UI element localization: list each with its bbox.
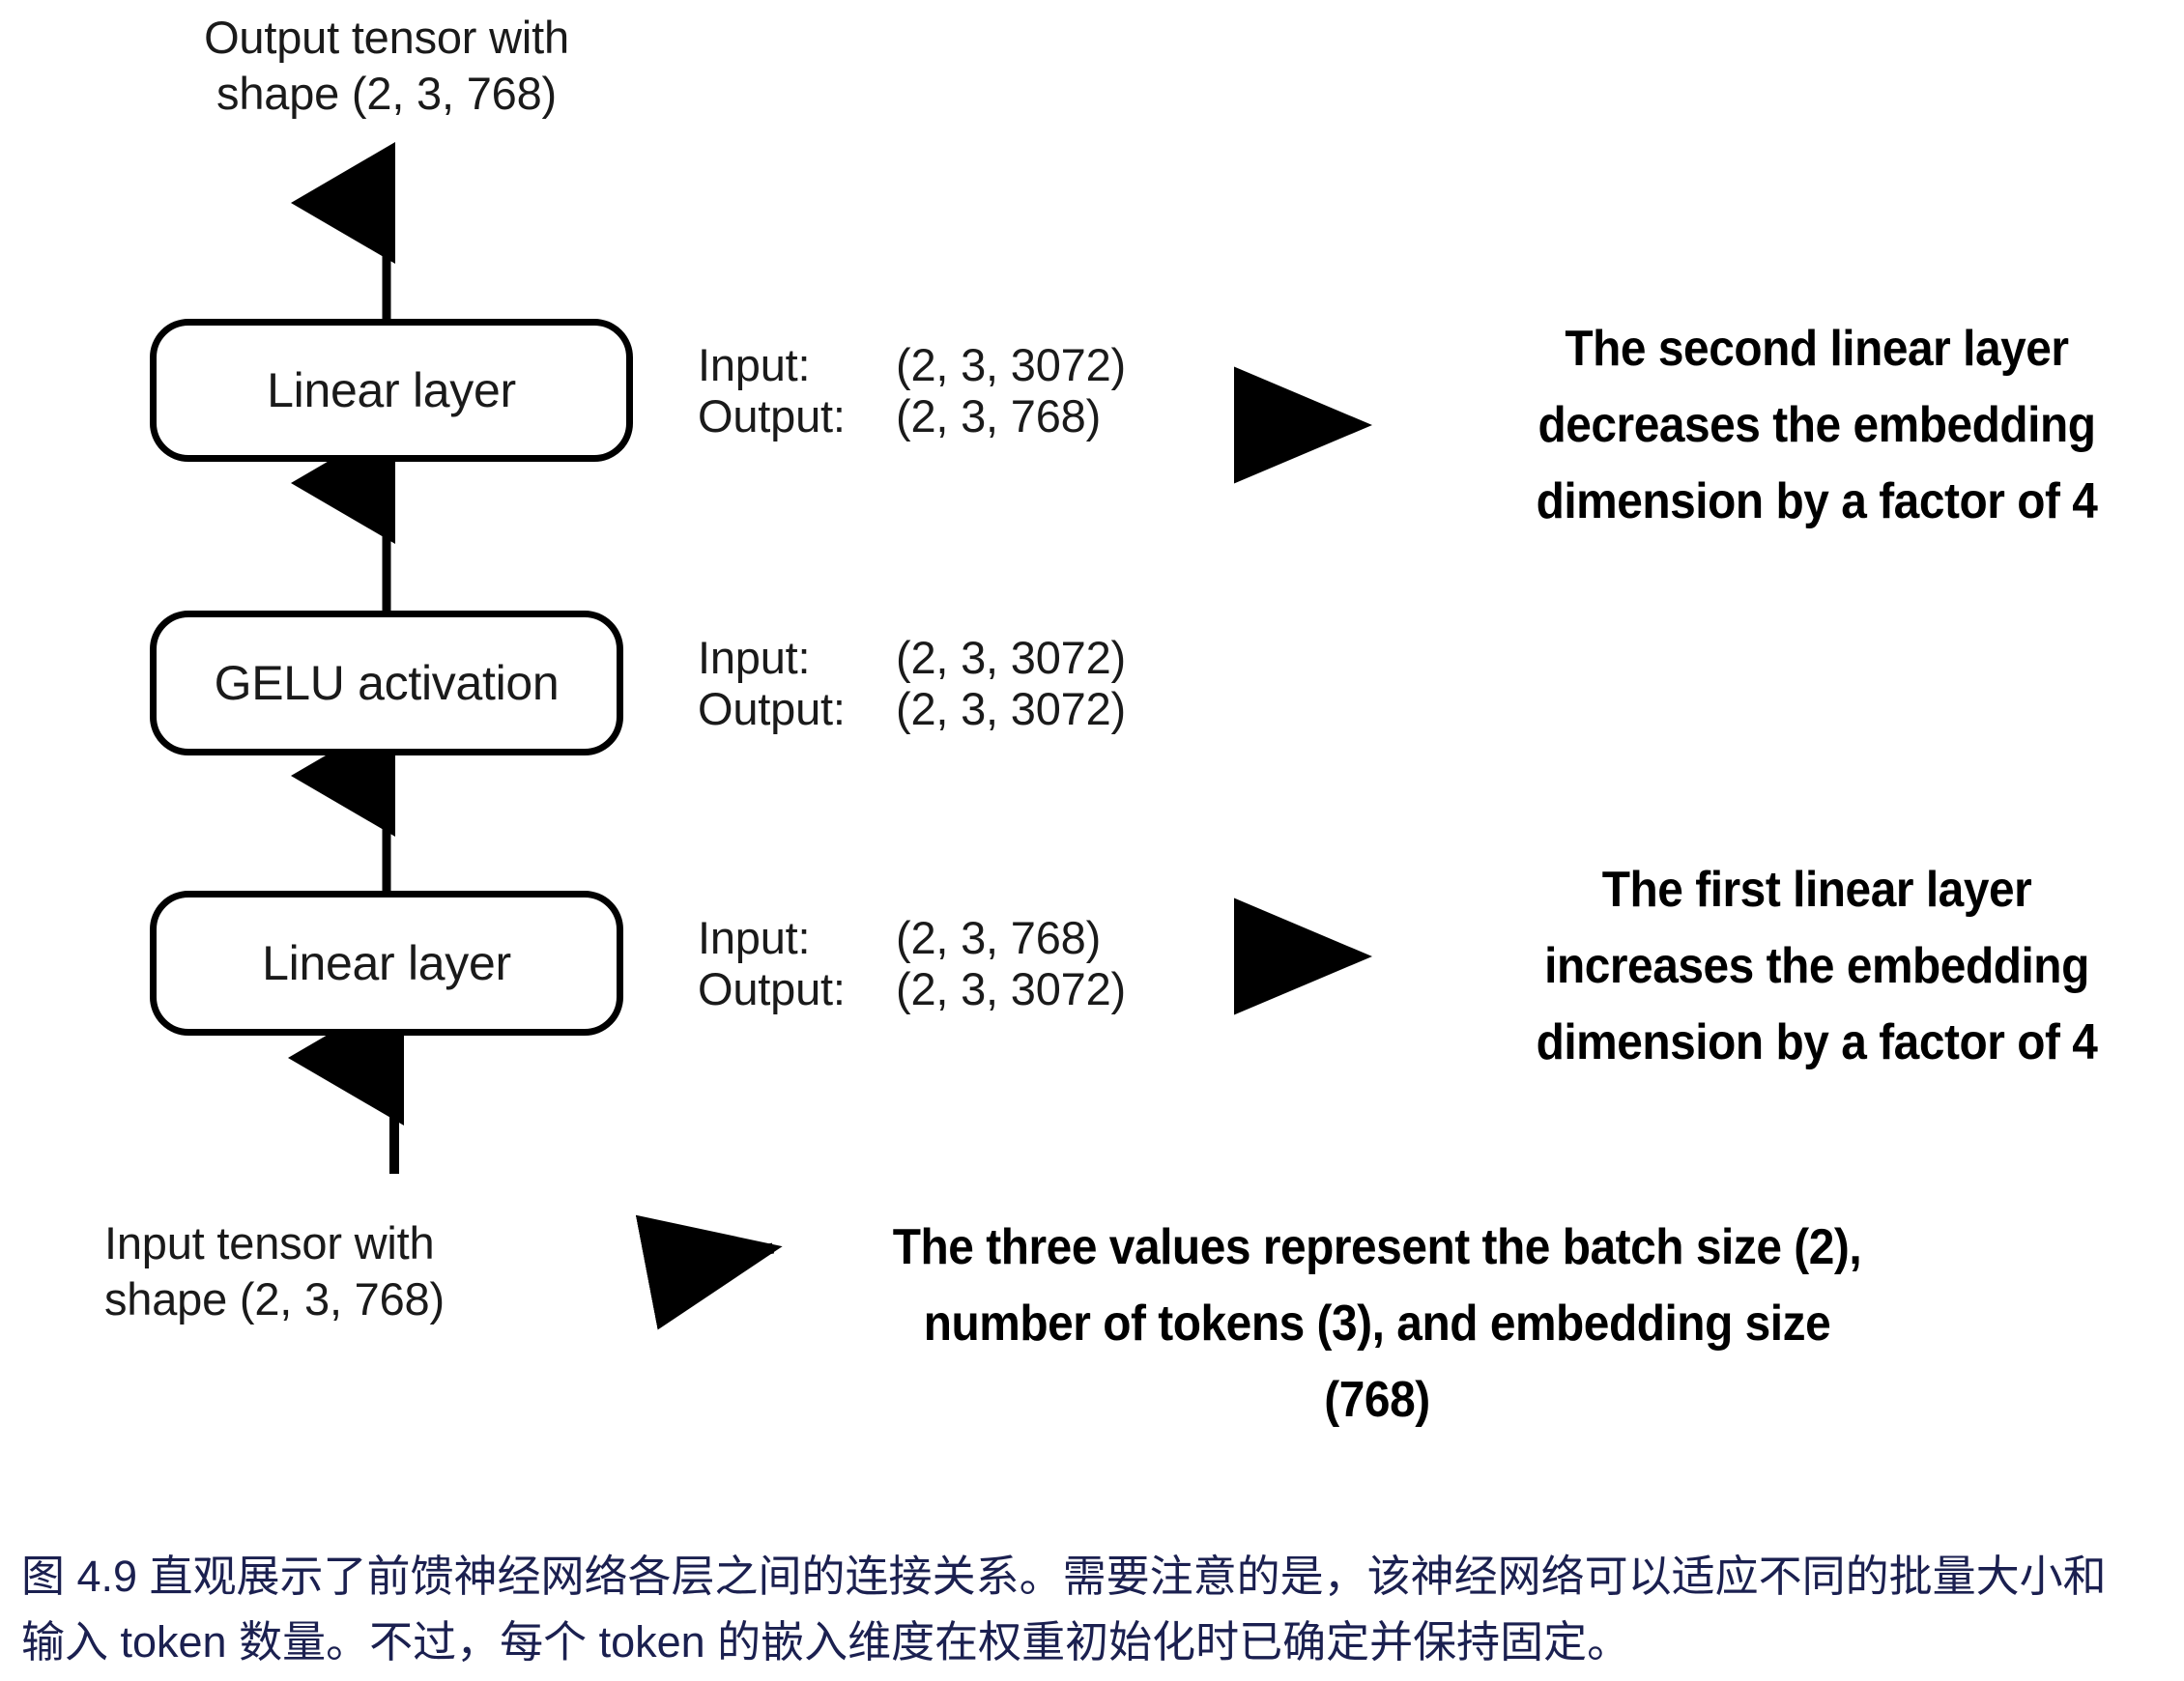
io-input-value-linear-layer-1: (2, 3, 768) [896, 912, 1102, 963]
figure-caption: 图 4.9 直观展示了前馈神经网络各层之间的连接关系。需要注意的是，该神经网络可… [21, 1552, 2107, 1667]
io-input-row-linear-layer-2: Input: (2, 3, 3072) [698, 339, 1126, 391]
io-output-key-linear-layer-2: Output: [698, 389, 846, 442]
node-gelu-activation-label: GELU activation [214, 656, 560, 710]
io-output-key-linear-layer-1: Output: [698, 962, 846, 1014]
io-output-value-gelu-activation: (2, 3, 3072) [896, 682, 1126, 734]
annotation-second-linear-layer: The second linear layer decreases the em… [1536, 321, 2098, 530]
io-input-key-gelu-activation: Input: [698, 632, 811, 683]
node-linear-layer-1-label: Linear layer [262, 936, 511, 990]
arrow-three-values-note [635, 1214, 783, 1330]
annotation-first-linear-layer: The first linear layer increases the emb… [1536, 862, 2098, 1071]
io-spec-linear-layer-2: Input: (2, 3, 3072) Output: (2, 3, 768) [698, 339, 1126, 442]
node-linear-layer-2[interactable]: Linear layer [150, 319, 633, 462]
io-output-row-linear-layer-1: Output: (2, 3, 3072) [698, 962, 1126, 1015]
io-input-value-linear-layer-2: (2, 3, 3072) [896, 339, 1126, 390]
io-input-row-gelu-activation: Input: (2, 3, 3072) [698, 632, 1126, 684]
io-output-value-linear-layer-1: (2, 3, 3072) [896, 962, 1126, 1014]
io-output-row-linear-layer-2: Output: (2, 3, 768) [698, 389, 1126, 442]
io-input-value-gelu-activation: (2, 3, 3072) [896, 632, 1126, 683]
output-tensor-label: Output tensor with shape (2, 3, 768) [204, 12, 569, 119]
io-spec-linear-layer-1: Input: (2, 3, 768) Output: (2, 3, 3072) [698, 912, 1126, 1015]
io-input-key-linear-layer-2: Input: [698, 339, 811, 390]
io-spec-gelu-activation: Input: (2, 3, 3072) Output: (2, 3, 3072) [698, 632, 1126, 735]
io-input-row-linear-layer-1: Input: (2, 3, 768) [698, 912, 1126, 964]
annotation-three-values: The three values represent the batch siz… [892, 1219, 1862, 1429]
io-output-key-gelu-activation: Output: [698, 682, 846, 734]
node-linear-layer-1[interactable]: Linear layer [150, 891, 623, 1036]
io-output-value-linear-layer-2: (2, 3, 768) [896, 389, 1102, 442]
node-linear-layer-2-label: Linear layer [267, 363, 516, 417]
io-input-key-linear-layer-1: Input: [698, 912, 811, 963]
input-tensor-label: Input tensor with shape (2, 3, 768) [104, 1217, 445, 1325]
io-output-row-gelu-activation: Output: (2, 3, 3072) [698, 682, 1126, 735]
node-gelu-activation[interactable]: GELU activation [150, 611, 623, 755]
